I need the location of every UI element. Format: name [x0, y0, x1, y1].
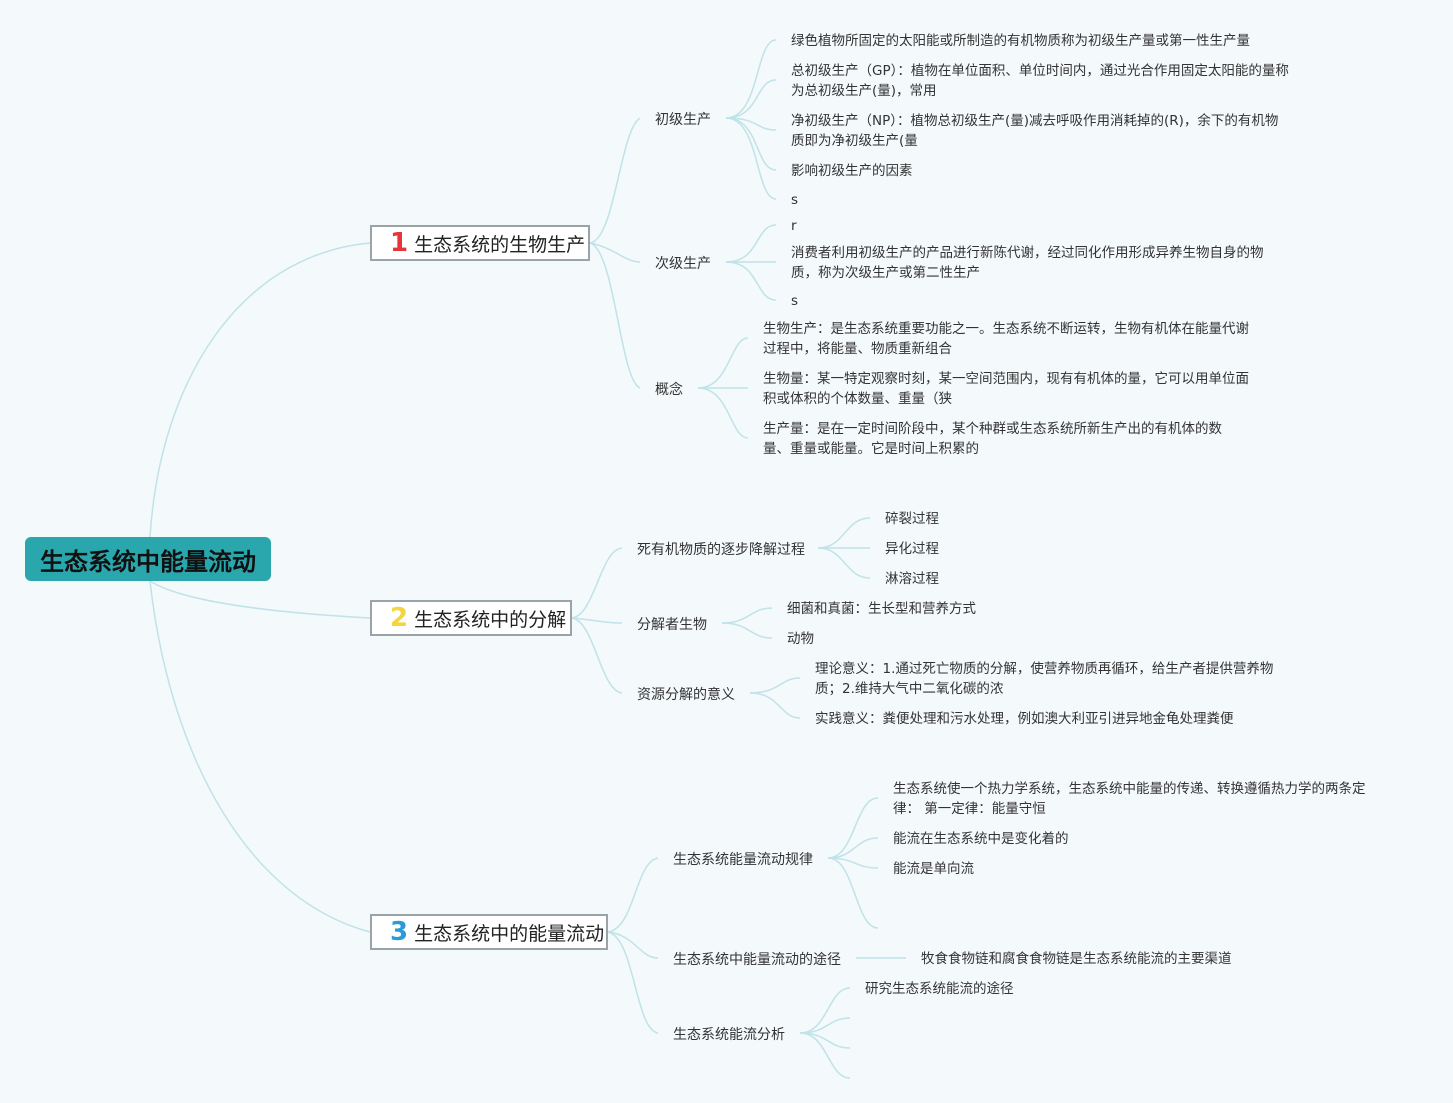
subtopic-energy-flow-pathways[interactable]: 生态系统中能量流动的途径 [673, 952, 841, 968]
subtopic-concept[interactable]: 概念 [655, 382, 683, 398]
subtopic-degradation-process[interactable]: 死有机物质的逐步降解过程 [637, 542, 805, 558]
subtopic-decomposition-significance[interactable]: 资源分解的意义 [637, 687, 735, 703]
subtopic-decomposers[interactable]: 分解者生物 [637, 617, 707, 633]
main-topic-label: 生态系统中的分解 [414, 608, 567, 631]
leaf-topic[interactable]: 动物 [787, 631, 814, 647]
leaf-topic[interactable]: 净初级生产（NP）：植物总初级生产(量)减去呼吸作用消耗掉的(R)，余下的有机物… [791, 113, 1279, 149]
topic-number-1: 1 [390, 228, 409, 258]
leaf-topic[interactable]: 淋溶过程 [885, 571, 939, 587]
root-topic[interactable]: 生态系统中能量流动 [25, 537, 271, 581]
leaf-topic[interactable]: 异化过程 [885, 541, 939, 557]
topic-number-3: 3 [390, 917, 409, 947]
subtopic-primary-production[interactable]: 初级生产 [655, 112, 711, 128]
main-topic-3[interactable]: 3 生态系统中的能量流动 [370, 914, 608, 950]
leaf-topic[interactable]: s [791, 192, 799, 208]
topic-number-2: 2 [390, 603, 409, 633]
leaf-topic[interactable]: 生态系统使一个热力学系统，生态系统中能量的传递、转换遵循热力学的两条定律： 第一… [893, 781, 1366, 817]
subtopic-energy-flow-analysis[interactable]: 生态系统能流分析 [673, 1027, 785, 1043]
leaf-topic[interactable]: 生物量：某一特定观察时刻，某一空间范围内，现有有机体的量，它可以用单位面积或体积… [763, 371, 1249, 407]
subtopic-secondary-production[interactable]: 次级生产 [655, 256, 711, 272]
leaf-topic[interactable]: 碎裂过程 [885, 511, 939, 527]
leaf-topic[interactable]: 实践意义：粪便处理和污水处理，例如澳大利亚引进异地金龟处理粪便 [815, 711, 1234, 727]
leaf-topic[interactable]: 细菌和真菌：生长型和营养方式 [787, 601, 976, 617]
leaf-topic[interactable]: 能流在生态系统中是变化着的 [893, 831, 1069, 847]
leaf-topic[interactable]: r [791, 218, 797, 234]
leaf-topic[interactable]: 总初级生产（GP）：植物在单位面积、单位时间内，通过光合作用固定太阳能的量称为总… [791, 63, 1289, 99]
leaf-topic[interactable]: 生物生产：是生态系统重要功能之一。生态系统不断运转，生物有机体在能量代谢过程中，… [763, 321, 1249, 357]
subtopic-energy-flow-laws[interactable]: 生态系统能量流动规律 [673, 852, 813, 868]
main-topic-1[interactable]: 1 生态系统的生物生产 [370, 225, 590, 261]
leaf-topic[interactable]: 理论意义：1.通过死亡物质的分解，使营养物质再循环，给生产者提供营养物质；2.维… [815, 661, 1274, 697]
leaf-topic[interactable]: 研究生态系统能流的途径 [865, 981, 1014, 997]
leaf-topic[interactable]: 生产量：是在一定时间阶段中，某个种群或生态系统所新生产出的有机体的数量、重量或能… [763, 421, 1222, 457]
leaf-topic[interactable]: 绿色植物所固定的太阳能或所制造的有机物质称为初级生产量或第一性生产量 [791, 33, 1250, 49]
main-topic-label: 生态系统中的能量流动 [414, 922, 605, 945]
leaf-topic[interactable]: 牧食食物链和腐食食物链是生态系统能流的主要渠道 [921, 951, 1232, 967]
leaf-topic[interactable]: 能流是单向流 [893, 861, 974, 877]
main-topic-2[interactable]: 2 生态系统中的分解 [370, 600, 572, 636]
leaf-topic[interactable]: s [791, 293, 799, 309]
leaf-topic[interactable]: 消费者利用初级生产的产品进行新陈代谢，经过同化作用形成异养生物自身的物质，称为次… [791, 245, 1264, 281]
main-topic-label: 生态系统的生物生产 [414, 233, 586, 256]
leaf-topic[interactable]: 影响初级生产的因素 [791, 163, 913, 179]
